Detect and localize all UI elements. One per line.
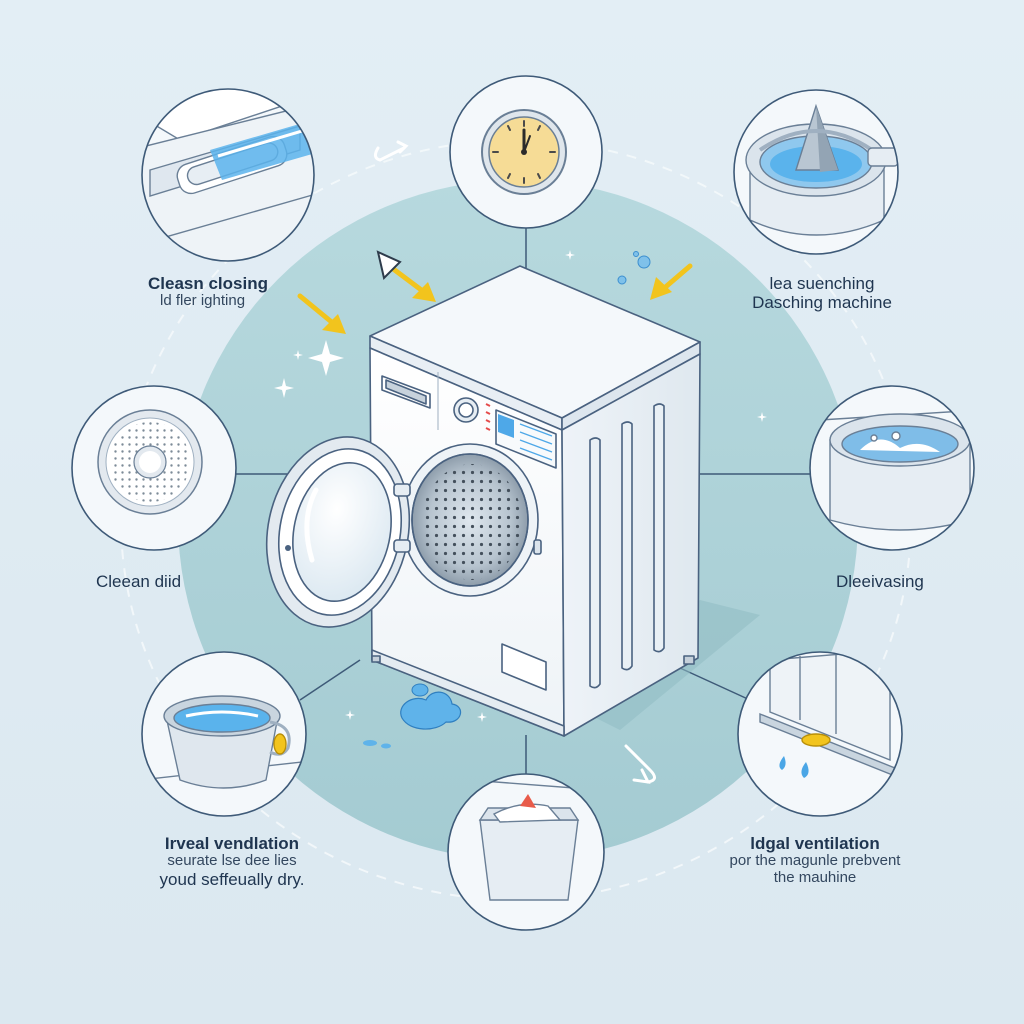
water-puddle <box>363 683 462 749</box>
drawer-icon <box>141 88 315 262</box>
callout-top-right-title: lea suenching <box>769 274 875 293</box>
callout-top-left: Cleasn closing ld fler ighting <box>148 274 268 310</box>
callout-top-right-subtitle: Dasching machine <box>752 293 892 313</box>
callout-bottom-left-line2: youd seffeually dry. <box>159 869 305 889</box>
bucket-icon <box>141 651 307 817</box>
detergent-box-icon <box>447 773 605 931</box>
callout-top-left-title: Cleasn closing <box>148 274 268 293</box>
callout-mid-right: Dleeivasing <box>836 572 924 591</box>
callout-bottom-left-title: Irveal vendlation <box>164 834 300 853</box>
callout-bottom-right-line1: por the magunle prebvent <box>729 852 901 870</box>
callout-bottom-right-line2: the mauhine <box>773 868 857 886</box>
washing-machine-icon <box>265 265 701 737</box>
clock-icon <box>449 75 603 229</box>
sparkles <box>274 250 767 722</box>
callout-mid-right-title: Dleeivasing <box>836 572 924 591</box>
water-droplets <box>617 251 651 285</box>
agitator-icon <box>733 89 899 255</box>
callout-bottom-right: ldgal ventilation por the magunle prebve… <box>690 834 940 887</box>
callout-bottom-left: Irveal vendlation seurate lse dee lies y… <box>142 834 322 889</box>
yellow-arrows <box>297 263 693 334</box>
pointer-arrow-icon <box>376 250 402 280</box>
motion-swooshes <box>373 140 656 784</box>
tub-icon <box>809 385 975 551</box>
callout-mid-left: Cleean diid <box>96 572 181 591</box>
drum-filter-icon <box>71 385 237 551</box>
leak-tray-icon <box>737 651 903 817</box>
callout-top-right: lea suenching Dasching machine <box>742 274 902 312</box>
callout-bottom-right-title: ldgal ventilation <box>750 834 880 853</box>
callout-top-left-subtitle: ld fler ighting <box>160 292 246 310</box>
callout-mid-left-title: Cleean diid <box>96 572 182 591</box>
callout-bottom-left-line1: seurate lse dee lies <box>167 852 297 870</box>
